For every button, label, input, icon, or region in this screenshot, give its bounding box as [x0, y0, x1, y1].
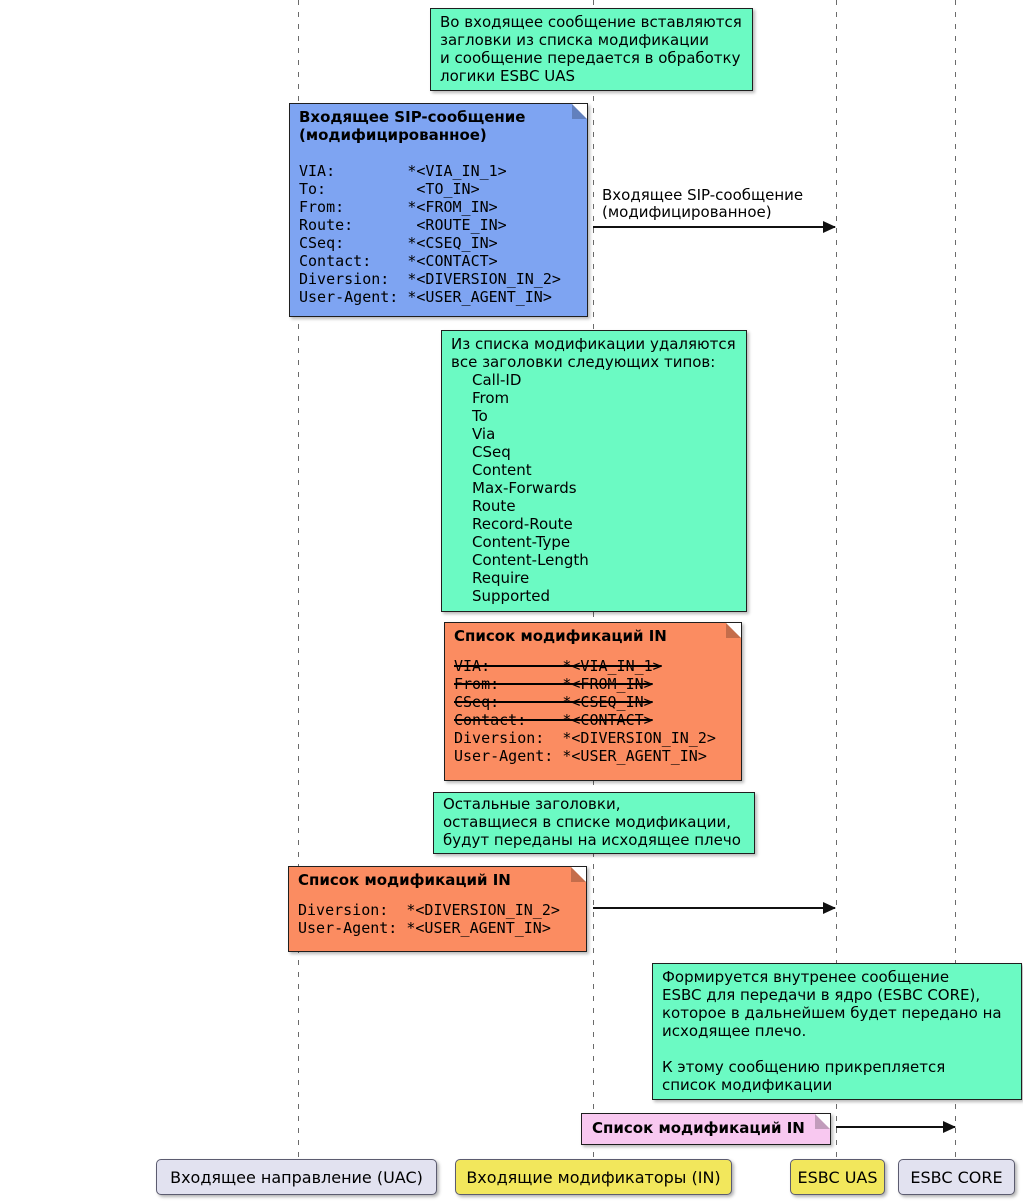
arrow-sip-to-uas	[593, 221, 836, 233]
note-insert-headers: Во входящее сообщение вставляются заглов…	[430, 8, 753, 91]
note-sip-title: Входящее SIP-сообщение (модифицированное…	[299, 108, 526, 144]
note-mod-list-reduced-title: Список модификаций IN	[298, 871, 511, 889]
note-removed-header-types: Из списка модификации удаляются все заго…	[441, 330, 747, 612]
note-sip-message-modified: Входящее SIP-сообщение (модифицированное…	[289, 103, 588, 317]
note-mod-list-tag: Список модификаций IN	[581, 1113, 831, 1145]
note-removed-intro: Из списка модификации удаляются все заго…	[451, 335, 736, 371]
folded-corner-icon	[572, 104, 587, 119]
note-mod-list-reduced-lines: Diversion: *<DIVERSION_IN_2> User-Agent:…	[298, 901, 560, 937]
lifeline-esbc-uas	[836, 0, 837, 1159]
folded-corner-icon	[726, 623, 741, 638]
participant-uac-label: Входящее направление (UAC)	[170, 1167, 423, 1187]
note-mod-list-full-title: Список модификаций IN	[454, 627, 667, 645]
arrow-sip-to-uas-label: Входящее SIP-сообщение (модифицированное…	[602, 186, 804, 221]
note-insert-headers-text: Во входящее сообщение вставляются заглов…	[440, 13, 742, 85]
participant-in-modifiers: Входящие модификаторы (IN)	[455, 1159, 732, 1195]
note-core-forwarding: Формируется внутренее сообщение ESBC для…	[652, 963, 1022, 1100]
note-mod-list-tag-title: Список модификаций IN	[592, 1119, 805, 1137]
note-mod-list-in-full: Список модификаций IN VIA: *<VIA_IN_1> F…	[444, 622, 742, 781]
note-removed-items: Call-ID From To Via CSeq Content Max-For…	[472, 371, 589, 605]
note-remaining-headers-text: Остальные заголовки, оставщиеся в списке…	[443, 795, 741, 849]
folded-corner-icon	[571, 867, 586, 882]
note-mod-list-in-reduced: Список модификаций IN Diversion: *<DIVER…	[288, 866, 587, 952]
arrow-modlist-to-uas	[593, 902, 836, 914]
participant-esbc-uas-label: ESBC UAS	[797, 1167, 878, 1187]
participant-in-modifiers-label: Входящие модификаторы (IN)	[466, 1167, 721, 1187]
participant-esbc-uas: ESBC UAS	[790, 1159, 885, 1195]
note-remaining-headers: Остальные заголовки, оставщиеся в списке…	[433, 792, 755, 854]
lifeline-esbc-core	[955, 0, 956, 1159]
lifeline-uac	[298, 0, 299, 1159]
participant-esbc-core-label: ESBC CORE	[910, 1167, 1003, 1187]
participant-esbc-core: ESBC CORE	[898, 1159, 1015, 1195]
note-mod-list-struck-lines: VIA: *<VIA_IN_1> From: *<FROM_IN> CSeq: …	[454, 657, 662, 729]
folded-corner-icon	[815, 1114, 830, 1129]
arrow-modlist-to-core	[836, 1121, 956, 1133]
note-mod-list-kept-lines: Diversion: *<DIVERSION_IN_2> User-Agent:…	[454, 729, 716, 765]
note-core-forwarding-text: Формируется внутренее сообщение ESBC для…	[662, 968, 1002, 1094]
note-sip-headers: VIA: *<VIA_IN_1> To: <TO_IN> From: *<FRO…	[299, 162, 561, 306]
participant-uac: Входящее направление (UAC)	[156, 1159, 437, 1195]
